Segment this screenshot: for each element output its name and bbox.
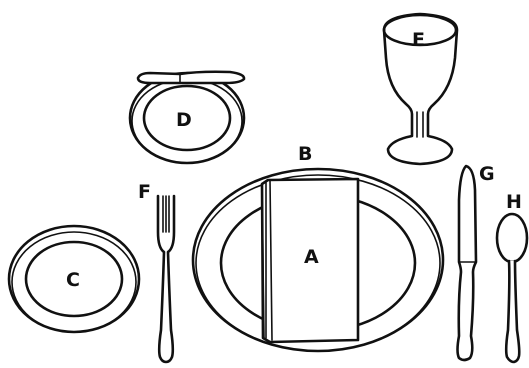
label-e: E (412, 29, 425, 51)
fork-icon (158, 196, 174, 362)
knife-icon (458, 166, 477, 360)
label-c: C (66, 269, 80, 291)
label-d: D (176, 109, 192, 131)
butter-knife-icon (138, 72, 244, 83)
label-h: H (506, 191, 522, 213)
label-g: G (479, 163, 495, 185)
label-f: F (138, 181, 151, 203)
label-b: B (298, 143, 312, 165)
label-a: A (304, 246, 319, 268)
spoon-icon (497, 214, 527, 362)
